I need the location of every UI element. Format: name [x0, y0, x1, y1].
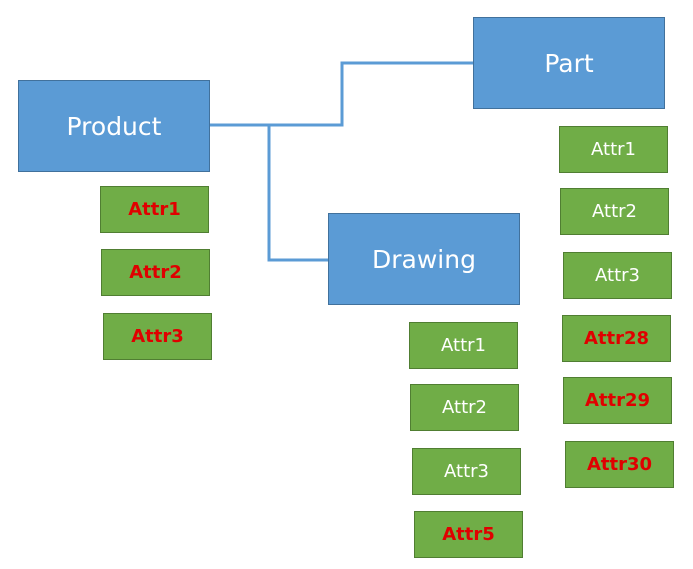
connector-product-part — [210, 61, 473, 127]
part-attribute[interactable]: Attr29 — [563, 377, 672, 424]
part-attribute[interactable]: Attr30 — [565, 441, 674, 488]
entity-product[interactable]: Product — [18, 80, 210, 172]
product-attribute[interactable]: Attr3 — [103, 313, 212, 360]
entity-drawing[interactable]: Drawing — [328, 213, 520, 305]
part-attribute[interactable]: Attr1 — [559, 126, 668, 173]
drawing-attribute[interactable]: Attr3 — [412, 448, 521, 495]
drawing-attribute[interactable]: Attr2 — [410, 384, 519, 431]
part-attribute[interactable]: Attr3 — [563, 252, 672, 299]
connector-product-drawing — [267, 125, 328, 262]
product-attribute[interactable]: Attr2 — [101, 249, 210, 296]
product-attribute[interactable]: Attr1 — [100, 186, 209, 233]
part-attribute[interactable]: Attr2 — [560, 188, 669, 235]
entity-part[interactable]: Part — [473, 17, 665, 109]
drawing-attribute[interactable]: Attr5 — [414, 511, 523, 558]
drawing-attribute[interactable]: Attr1 — [409, 322, 518, 369]
part-attribute[interactable]: Attr28 — [562, 315, 671, 362]
